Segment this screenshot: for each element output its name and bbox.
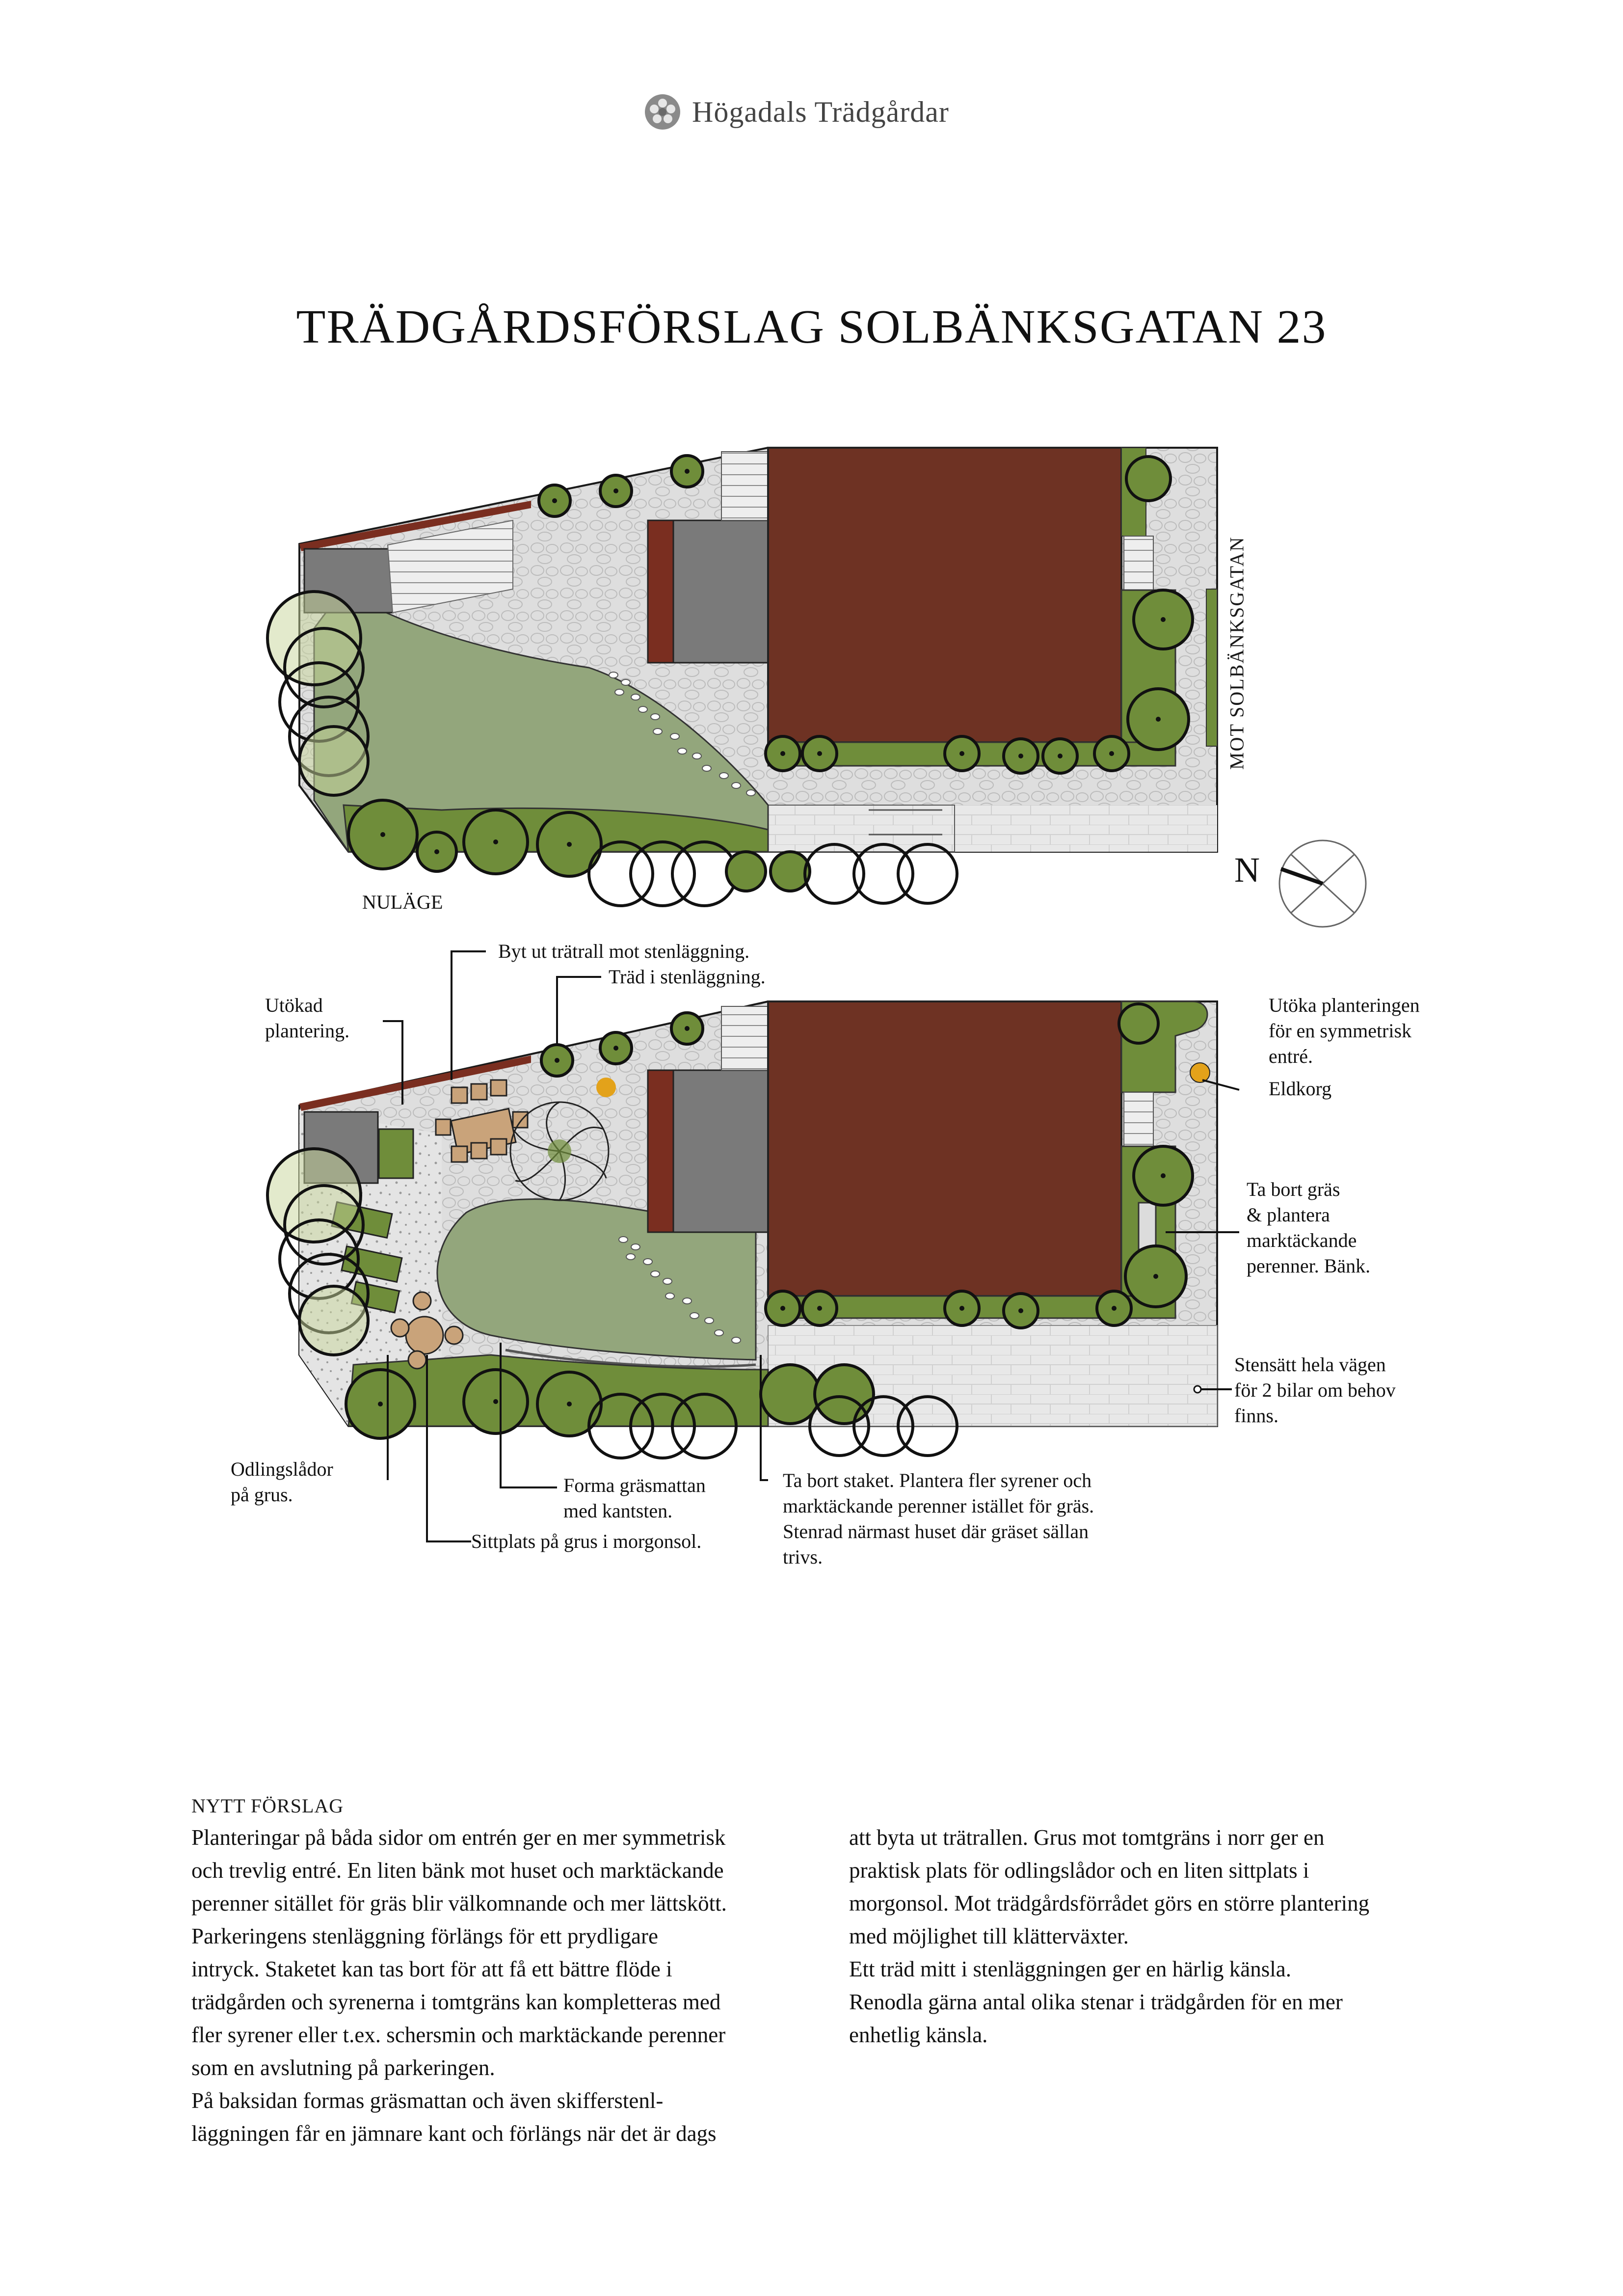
description-right: att byta ut trätrallen. Grus mot tomtgrä… (849, 1821, 1482, 2052)
desc-line: praktisk plats för odlingslådor och en l… (849, 1858, 1309, 1883)
page-title: TRÄDGÅRDSFÖRSLAG SOLBÄNKSGATAN 23 (296, 300, 1327, 353)
note-tree-paving: Träd i stenläggning. (609, 966, 766, 988)
note-paving-2: för 2 bilar om behov (1234, 1379, 1396, 1401)
note-lawn-1: Forma gräsmattan (563, 1474, 706, 1496)
tree-in-paving (509, 1101, 610, 1201)
desc-line: Renodla gärna antal olika stenar i trädg… (849, 1990, 1343, 2014)
note-boxes-1: Odlingslådor (231, 1458, 333, 1480)
desc-line: Ett träd mitt i stenläggningen ger en hä… (849, 1957, 1292, 1981)
flower-logo-icon (645, 94, 680, 130)
note-entrance-1: Utöka planteringen (1269, 994, 1420, 1016)
note-paving-1: Stensätt hela vägen (1234, 1353, 1386, 1376)
note-seating: Sittplats på grus i morgonsol. (471, 1530, 702, 1552)
note-remove-grass-4: perenner. Bänk. (1247, 1255, 1371, 1277)
desc-line: enhetlig känsla. (849, 2023, 988, 2047)
desc-line: att byta ut trätrallen. Grus mot tomtgrä… (849, 1825, 1325, 1850)
desc-line: som en avslutning på parkeringen. (191, 2055, 495, 2080)
compass-icon (1278, 839, 1367, 928)
garden-plans (266, 447, 1367, 1542)
note-fence-3: Stenrad närmast huset där gräset sällan (783, 1520, 1089, 1542)
annotation-leaders (383, 950, 1240, 1542)
note-lawn-2: med kantsten. (563, 1500, 673, 1522)
note-fence-2: marktäckande perenner istället för gräs. (783, 1495, 1094, 1517)
note-remove-grass-2: & plantera (1247, 1204, 1330, 1226)
desc-line: Parkeringens stenläggning förlängs för e… (191, 1924, 658, 1948)
plan-current (266, 447, 1367, 928)
note-entrance-2: för en symmetrisk (1269, 1020, 1412, 1042)
desc-line: med möjlighet till klätterväxter. (849, 1924, 1129, 1948)
desc-line: trädgården och syrenerna i tomtgräns kan… (191, 1990, 721, 2014)
caption-current-state: NULÄGE (362, 891, 443, 913)
trees-current (266, 454, 1194, 907)
note-paving-3: finns. (1234, 1405, 1278, 1427)
note-remove-grass-1: Ta bort gräs (1247, 1178, 1340, 1200)
description-heading: NYTT FÖRSLAG (191, 1795, 344, 1817)
note-remove-grass-3: marktäckande (1247, 1229, 1357, 1251)
desc-line: Planteringar på båda sidor om entrén ger… (191, 1825, 726, 1850)
desc-line: morgonsol. Mot trädgårdsförrådet görs en… (849, 1891, 1370, 1916)
note-boxes-2: på grus. (231, 1484, 293, 1506)
desc-line: På baksidan formas gräsmattan och även s… (191, 2088, 664, 2113)
note-replace-deck: Byt ut trätrall mot stenläggning. (498, 940, 750, 962)
fire-basket-entrance-icon (1190, 1062, 1210, 1083)
note-fence-4: trivs. (783, 1546, 823, 1568)
description-left: Planteringar på båda sidor om entrén ger… (191, 1821, 825, 2150)
brand-name: Högadals Trädgårdar (692, 95, 949, 128)
note-extended-planting-2: plantering. (265, 1020, 350, 1042)
desc-line: och trevlig entré. En liten bänk mot hus… (191, 1858, 724, 1883)
desc-line: intryck. Staketet kan tas bort för att f… (191, 1957, 672, 1981)
desc-line: fler syrener eller t.ex. schersmin och m… (191, 2023, 726, 2047)
desc-line: perenner sitället för gräs blir välkomna… (191, 1891, 727, 1916)
note-fire-basket: Eldkorg (1269, 1078, 1332, 1100)
brand: Högadals Trädgårdar (643, 92, 949, 132)
note-fence-1: Ta bort staket. Plantera fler syrener oc… (783, 1469, 1092, 1491)
fire-basket-icon (596, 1078, 616, 1097)
street-label: MOT SOLBÄNKSGATAN (1225, 536, 1248, 770)
plan-proposal (266, 950, 1240, 1542)
note-entrance-3: entré. (1269, 1045, 1313, 1067)
compass-north-label: N (1234, 850, 1260, 890)
patio-furniture (390, 1079, 529, 1370)
desc-line: läggningen får en jämnare kant och förlä… (191, 2121, 717, 2146)
note-extended-planting-1: Utökad (265, 994, 323, 1016)
